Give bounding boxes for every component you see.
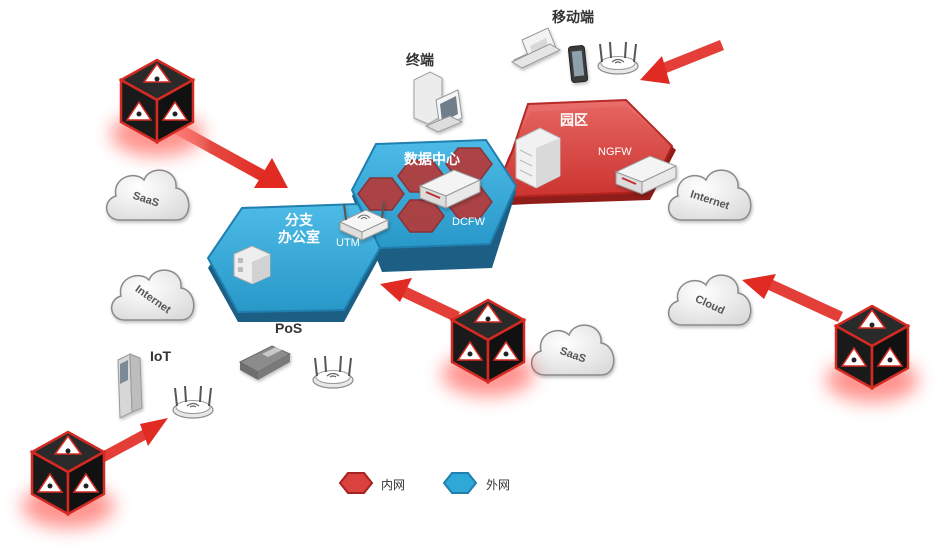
terminal-pc-icon <box>413 71 464 133</box>
threat-arrow-bottomleft <box>96 418 168 464</box>
legend-internal-label: 内网 <box>381 478 406 492</box>
datacenter-label: 数据中心 <box>404 151 460 167</box>
mobile-label: 移动端 <box>552 9 594 25</box>
iot-access-point-icon <box>172 385 214 419</box>
utm-router-icon <box>338 201 390 241</box>
ngfw-label: NGFW <box>598 146 632 158</box>
cloud-saas-left: SaaS <box>107 170 189 220</box>
pos-access-point-icon <box>312 355 354 389</box>
ngfw-appliance-icon <box>614 155 678 195</box>
cloud-saas-bottom: SaaS <box>532 325 614 375</box>
dcfw-label: DCFW <box>452 216 485 228</box>
dcfw-appliance-icon <box>418 169 482 209</box>
pos-label: PoS <box>275 320 303 336</box>
campus-label: 园区 <box>560 112 588 128</box>
branch-label-line2: 办公室 <box>278 229 320 245</box>
pos-terminal-icon <box>238 345 292 380</box>
branch-label-line1: 分支 <box>285 212 313 228</box>
mobile-access-point-icon <box>597 41 639 75</box>
cloud-internet-left: Internet <box>112 270 194 320</box>
kiosk-icon <box>117 353 143 419</box>
legend-external-label: 外网 <box>486 478 511 492</box>
iot-label: IoT <box>150 348 171 364</box>
legend-internal-swatch <box>338 472 374 494</box>
threat-cube-right <box>826 306 918 402</box>
branch-label: 分支 办公室 <box>274 212 324 246</box>
office-building-icon <box>233 245 271 285</box>
utm-label: UTM <box>336 237 360 249</box>
threat-arrow-topright <box>640 40 724 84</box>
building-icon <box>515 127 561 189</box>
laptop-icon <box>510 27 562 69</box>
terminal-label: 终端 <box>406 52 434 68</box>
threat-arrow-right <box>742 274 843 322</box>
threat-cube-bottomleft <box>22 432 114 528</box>
threat-arrow-center <box>380 278 460 322</box>
phone-icon <box>567 45 589 83</box>
branch-hexagon <box>206 202 382 322</box>
cloud-internet-right: Internet <box>669 170 751 220</box>
legend-external-swatch <box>442 472 478 494</box>
threat-cube-topleft <box>111 60 203 156</box>
cloud-cloud-right: Cloud <box>669 275 751 325</box>
datacenter-hexagon <box>350 138 518 272</box>
